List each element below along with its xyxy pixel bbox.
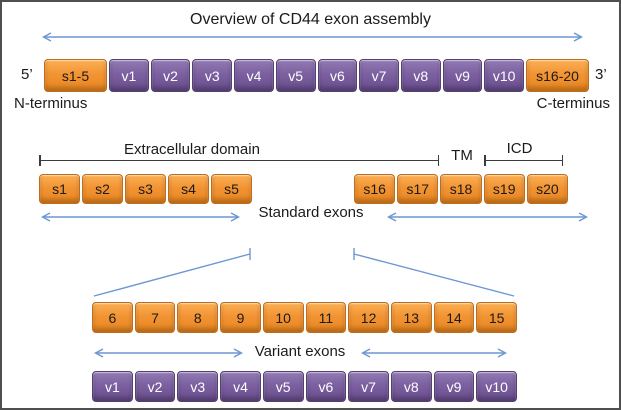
diagram-title: Overview of CD44 exon assembly (190, 11, 431, 28)
exon-v4: v4 (220, 371, 261, 402)
exon-v9-top: v9 (442, 59, 483, 92)
exon-v6-top: v6 (317, 59, 358, 92)
expansion-lines (93, 248, 515, 297)
exon-s1: s1 (39, 174, 80, 204)
exon-6: 6 (92, 302, 133, 333)
exon-v8-top: v8 (400, 59, 441, 92)
icd-label: ICD (506, 140, 533, 157)
exon-s20: s20 (526, 174, 569, 204)
exon-s3: s3 (125, 174, 166, 204)
exon-v10: v10 (476, 371, 518, 402)
exon-10: 10 (262, 302, 304, 333)
exon-v1-top: v1 (109, 59, 149, 92)
extracellular-domain-bracket (39, 155, 439, 166)
exon-s1-5: s1-5 (44, 59, 107, 92)
exon-s17: s17 (397, 174, 439, 204)
standard-exons-left-arrow (41, 212, 240, 222)
exon-s18: s18 (440, 174, 482, 204)
exon-v2: v2 (134, 371, 176, 402)
variant-exons-right-arrow (361, 348, 507, 358)
exon-v3-top: v3 (192, 59, 233, 92)
exon-7: 7 (134, 302, 176, 333)
variant-exons-label: Variant exons (254, 343, 346, 360)
exon-9: 9 (220, 302, 261, 333)
variant-exons-left-arrow (94, 348, 243, 358)
variant-exons-number-row: 6 7 8 9 10 11 12 13 14 15 (92, 302, 518, 333)
exon-s4: s4 (168, 174, 209, 204)
five-prime-label: 5’ (21, 66, 33, 83)
exon-s16: s16 (354, 174, 396, 204)
exon-12: 12 (348, 302, 389, 333)
standard-exons-right-arrow (387, 212, 588, 222)
exon-v1: v1 (92, 371, 133, 402)
exon-8: 8 (177, 302, 219, 333)
exon-v2-top: v2 (150, 59, 191, 92)
overview-span-arrow (42, 32, 583, 42)
variant-exons-v-row: v1 v2 v3 v4 v5 v6 v7 v8 v9 v10 (92, 371, 518, 402)
exon-v6: v6 (305, 371, 347, 402)
exon-s2: s2 (82, 174, 123, 204)
exon-v5-top: v5 (275, 59, 316, 92)
exon-v8: v8 (390, 371, 432, 402)
exon-v10-top: v10 (484, 59, 525, 92)
standard-exons-label: Standard exons (258, 204, 364, 221)
exon-v4-top: v4 (234, 59, 274, 92)
standard-exons-left-group: s1 s2 s3 s4 s5 (39, 174, 252, 204)
exon-v5: v5 (262, 371, 304, 402)
exon-s16-20: s16-20 (526, 59, 590, 92)
exon-13: 13 (390, 302, 432, 333)
extracellular-domain-label: Extracellular domain (124, 141, 260, 158)
exon-assembly-row: s1-5 v1 v2 v3 v4 v5 v6 v7 v8 v9 v10 s16-… (44, 59, 590, 92)
exon-s5: s5 (211, 174, 252, 204)
exon-s19: s19 (483, 174, 525, 204)
exon-15: 15 (476, 302, 518, 333)
exon-v7-top: v7 (359, 59, 399, 92)
three-prime-label: 3’ (595, 66, 607, 83)
exon-v7: v7 (348, 371, 389, 402)
n-terminus-label: N-terminus (14, 95, 88, 112)
exon-14: 14 (433, 302, 475, 333)
exon-v9: v9 (433, 371, 475, 402)
exon-v3: v3 (177, 371, 219, 402)
tm-label: TM (451, 147, 473, 164)
c-terminus-label: C-terminus (536, 95, 610, 112)
standard-exons-right-group: s16 s17 s18 s19 s20 (354, 174, 569, 204)
icd-bracket (484, 155, 563, 166)
exon-11: 11 (305, 302, 347, 333)
